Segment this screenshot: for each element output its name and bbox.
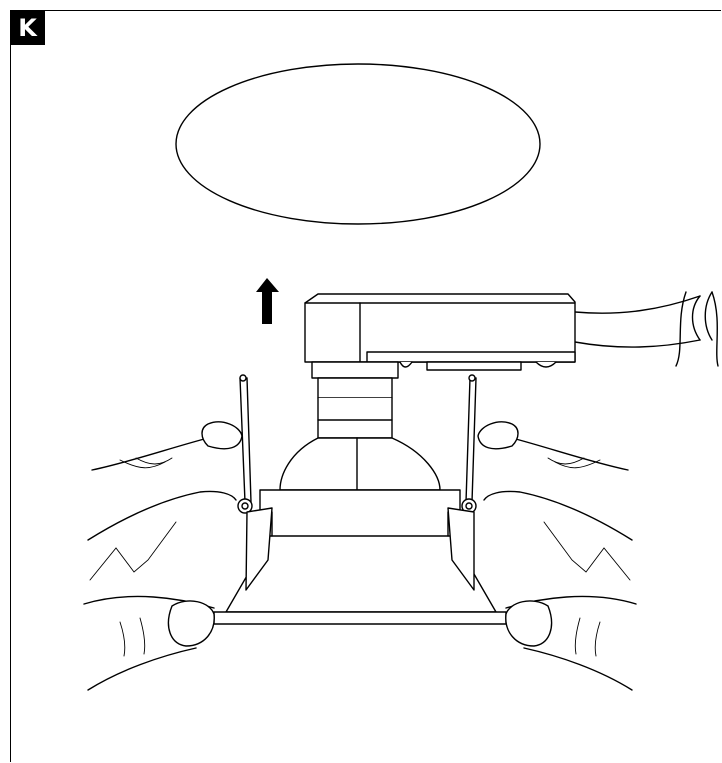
spring-clip-right <box>447 374 477 591</box>
power-cable <box>574 291 719 367</box>
left-hand <box>83 421 243 691</box>
led-driver-box <box>304 293 576 371</box>
spring-clip-left <box>237 374 273 591</box>
downlight-trim <box>213 489 507 625</box>
ceiling-hole <box>175 63 541 225</box>
up-arrow-icon <box>256 278 279 324</box>
figure-frame <box>10 10 721 762</box>
right-hand <box>477 421 637 691</box>
step-label: K <box>10 10 45 45</box>
lamp-socket <box>279 361 441 491</box>
